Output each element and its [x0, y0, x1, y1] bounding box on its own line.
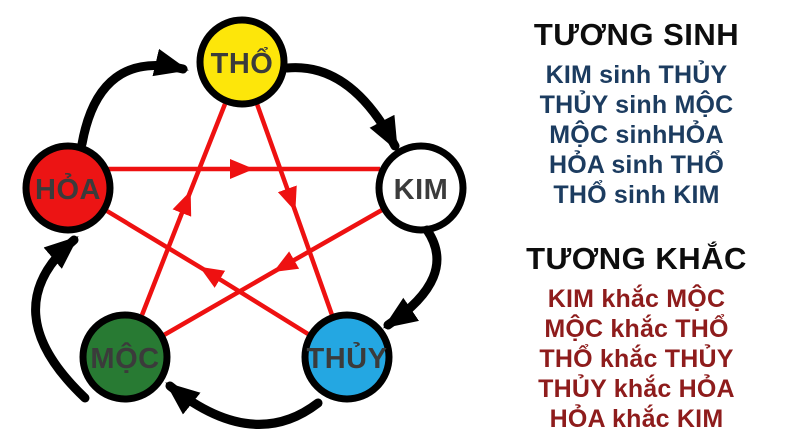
sinh-line-4: HỎA sinh THỔ — [548, 151, 725, 179]
khac-arrows-group — [105, 103, 384, 337]
khac-arrow-moc-tho — [139, 103, 228, 316]
element-nodes-group — [22, 16, 467, 403]
khac-line-4: THỦY khắc HỎA — [538, 375, 735, 403]
khac-line-5: HỎA khắc KIM — [549, 405, 724, 433]
khac-line-3: THỔ khắc THỦY — [539, 345, 734, 373]
node-moc-circle — [79, 311, 171, 403]
khac-arrow-tho-thuy — [254, 103, 335, 316]
node-kim-label: KIM — [394, 174, 449, 206]
node-hoa-circle — [22, 142, 114, 234]
khac-line-1: KIM khắc MỘC — [547, 285, 726, 313]
sinh-line-1: KIM sinh THỦY — [545, 61, 728, 89]
sinh-arcs-group — [31, 48, 442, 429]
tuong-khac-list: KIM khắc MỘC MỘC khắc THỔ THỔ khắc THỦY … — [483, 284, 790, 434]
diagram-canvas: THỔ KIM THỦY MỘC HỎA — [22, 16, 467, 429]
element-labels-group: THỔ KIM THỦY MỘC HỎA — [35, 46, 448, 375]
node-thuy-circle — [301, 311, 393, 403]
khac-arrow-kim-moc — [162, 208, 384, 337]
node-tho-circle — [196, 16, 288, 108]
khac-arrow-thuy-hoa — [105, 209, 310, 336]
five-elements-diagram: THỔ KIM THỦY MỘC HỎA — [22, 16, 467, 429]
node-hoa-label: HỎA — [35, 172, 101, 206]
node-tho-label: THỔ — [211, 46, 274, 80]
relations-panel: TƯƠNG SINH KIM sinh THỦY THỦY sinh MỘC M… — [483, 0, 790, 443]
sinh-arc-hoa-tho — [77, 48, 189, 149]
node-thuy-label: THỦY — [307, 341, 388, 375]
sinh-arc-kim-thuy — [383, 225, 442, 330]
khac-line-2: MỘC khắc THỔ — [544, 315, 729, 343]
sinh-arc-tho-kim — [282, 63, 400, 152]
node-kim-circle — [375, 142, 467, 234]
sinh-arc-thuy-moc — [165, 381, 323, 429]
sinh-line-2: THỦY sinh MỘC — [539, 91, 734, 119]
sinh-line-5: THỔ sinh KIM — [553, 181, 720, 209]
sinh-line-3: MỘC sinhHỎA — [549, 121, 724, 149]
node-moc-label: MỘC — [90, 341, 159, 375]
tuong-sinh-title: TƯƠNG SINH — [533, 17, 740, 52]
tuong-khac-title: TƯƠNG KHẮC — [526, 241, 747, 276]
tuong-sinh-list: KIM sinh THỦY THỦY sinh MỘC MỘC sinhHỎA … — [483, 60, 790, 210]
sinh-arc-moc-hoa — [31, 235, 90, 403]
